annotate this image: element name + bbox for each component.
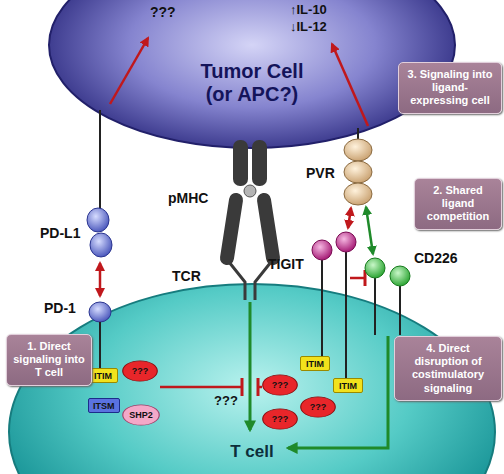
molecule-label: pMHC [168, 190, 208, 206]
node-text: Tumor Cell (or APC?) [187, 60, 317, 106]
motif-box: ITIM [333, 378, 363, 393]
node-text: ??? [272, 414, 289, 424]
motif-box: ITSM [88, 398, 120, 413]
adaptor-ellipse: ??? [262, 374, 298, 396]
molecule-label: PD-1 [44, 300, 76, 316]
molecule-label: ↑IL-10 [290, 2, 327, 17]
node-text: ??? [132, 366, 149, 376]
node-text: ITIM [306, 359, 324, 369]
node-text: SHP2 [129, 410, 153, 420]
node-text: 4. Direct disruption of costimulatory si… [412, 342, 484, 394]
tumor-cell: Tumor Cell (or APC?) [47, 0, 457, 150]
molecule-label: ??? [150, 4, 176, 20]
node-text: ??? [310, 402, 327, 412]
adaptor-ellipse: ??? [300, 396, 336, 418]
molecule-label: ??? [214, 393, 238, 408]
adaptor-ellipse: ??? [122, 360, 158, 382]
molecule-label: PD-L1 [40, 225, 80, 241]
molecule-label: TIGIT [268, 256, 304, 272]
adaptor-ellipse: ??? [262, 408, 298, 430]
node-text: 2. Shared ligand competition [427, 184, 489, 222]
molecule-label: PVR [306, 165, 335, 181]
callout-box: 4. Direct disruption of costimulatory si… [394, 336, 502, 401]
motif-box: ITIM [300, 356, 330, 371]
molecule-label: TCR [172, 268, 201, 284]
node-text: ITIM [339, 381, 357, 391]
callout-box: 1. Direct signaling into T cell [6, 334, 92, 386]
callout-box: 2. Shared ligand competition [414, 178, 502, 230]
node-text: 1. Direct signaling into T cell [13, 340, 85, 378]
node-text: ITIM [94, 371, 112, 381]
motif-box: ITIM [88, 368, 118, 383]
molecule-label: ↓IL-12 [290, 19, 327, 34]
node-text: ??? [272, 380, 289, 390]
adaptor-ellipse: SHP2 [122, 404, 160, 426]
node-text: T cell [7, 442, 497, 462]
node-text: 3. Signaling into ligand-expressing cell [408, 68, 493, 106]
molecule-label: CD226 [414, 250, 458, 266]
node-text: ITSM [93, 401, 115, 411]
callout-box: 3. Signaling into ligand-expressing cell [398, 62, 502, 114]
